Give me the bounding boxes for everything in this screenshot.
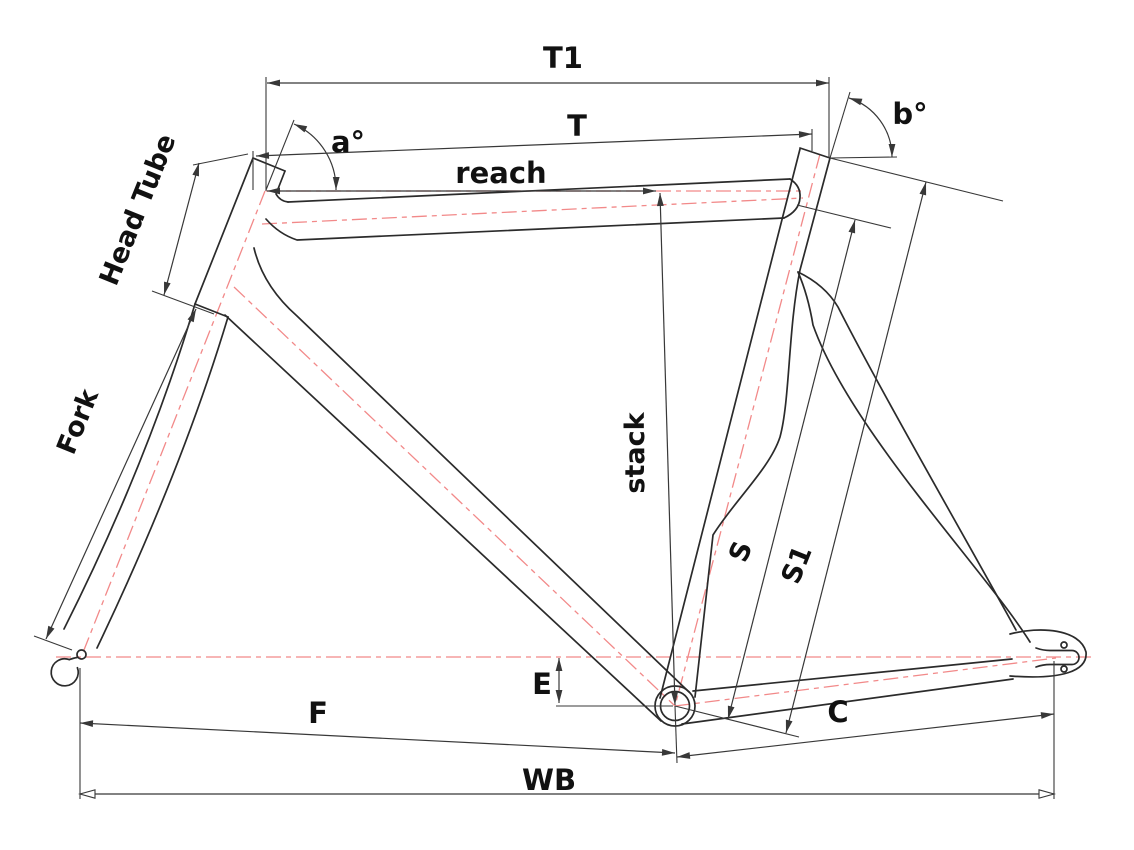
rear-dropout-hole-top [1060, 641, 1068, 649]
head-tube-bottom-face [194, 303, 229, 318]
seat-tube-front-edge [659, 148, 801, 699]
head-tube-top-tick [192, 153, 249, 166]
ext-seat-cluster-s [796, 204, 892, 229]
label-c: C [827, 695, 848, 729]
label-head-tube: Head Tube [94, 130, 183, 290]
seat-angle-baseline [829, 156, 898, 159]
dim-t [255, 131, 813, 159]
down-tube-centerline [233, 286, 676, 707]
label-fork: Fork [51, 384, 105, 459]
dim-head-angle-arc [293, 123, 340, 191]
front-dropout-axle [76, 649, 87, 660]
dim-f [79, 720, 676, 756]
label-e: E [532, 667, 552, 701]
label-s1: S1 [776, 541, 819, 588]
fork-crown-tick [151, 290, 215, 315]
ext-bb-vertical [674, 705, 678, 764]
down-tube-top-edge [253, 247, 690, 693]
head-tube-rear-edge [275, 170, 289, 203]
seat-tube-top-face [799, 147, 831, 159]
centerlines [56, 153, 1094, 707]
top-tube-bottom-edge [265, 217, 785, 241]
rear-dropout-slot [1035, 647, 1080, 668]
label-f: F [308, 696, 328, 730]
label-t1: T1 [543, 41, 583, 75]
top-tube-centerline [261, 197, 804, 225]
seat-tube-rear-edge-wheel-cutout [694, 157, 831, 698]
dimension-lines [45, 79, 1057, 799]
front-dropout-hook [68, 656, 78, 661]
label-head-angle: a° [331, 125, 365, 159]
seat-axis-extension [829, 91, 851, 159]
dim-seat-angle-arc [848, 97, 896, 158]
dim-fork [45, 308, 197, 640]
labels: T1 T reach a° b° Head Tube Fork stack S … [51, 41, 927, 797]
label-reach: reach [455, 156, 546, 190]
down-tube-bottom-edge [224, 314, 662, 722]
dim-c [676, 712, 1055, 759]
seat-stay-bottom-edge [797, 271, 1031, 643]
front-axle-tick [33, 635, 73, 651]
dim-s [727, 219, 856, 720]
seat-tube-centerline [674, 153, 821, 707]
rear-dropout-plate [1009, 629, 1087, 678]
seat-stay-top-edge [797, 271, 1017, 631]
label-wb: WB [522, 763, 576, 797]
rear-dropout-hole-bottom [1060, 665, 1068, 673]
dim-s1 [785, 181, 927, 734]
dim-head-tube [163, 162, 200, 296]
label-t: T [567, 109, 587, 143]
label-s: S [723, 537, 759, 567]
label-stack: stack [620, 411, 651, 493]
head-tube-top-face [252, 157, 286, 172]
head-tube-front-edge [194, 157, 254, 305]
dim-stack [656, 192, 679, 706]
front-dropout-outer [50, 658, 79, 687]
frame-outline [50, 147, 1087, 727]
label-seat-angle: b° [892, 97, 927, 131]
ext-seat-cluster-s1 [829, 157, 1004, 202]
